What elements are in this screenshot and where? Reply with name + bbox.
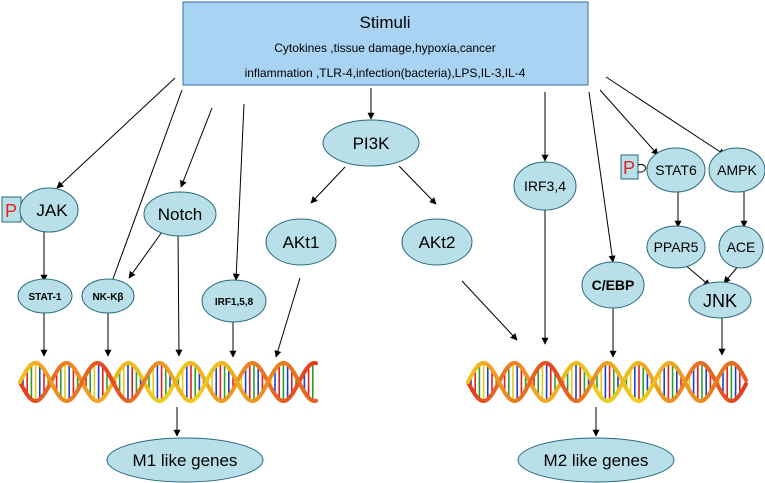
irf34-label: IRF3,4 bbox=[524, 178, 566, 194]
m2-genes-node: M2 like genes bbox=[517, 437, 675, 483]
irf158-node: IRF1,5,8 bbox=[201, 279, 267, 323]
arrow-stimuli-cebp bbox=[588, 91, 616, 263]
arrow-akt1-dna bbox=[274, 277, 301, 358]
jak-phospho-label: P bbox=[5, 201, 17, 221]
arrow-stimuli-nfkb bbox=[108, 89, 183, 288]
stimuli-box: Stimuli Cytokines ,tissue damage,hypoxia… bbox=[182, 1, 589, 86]
jak-node: P JAK bbox=[1, 187, 79, 233]
akt2-node: AKt2 bbox=[401, 218, 473, 266]
ampk-node: AMPK bbox=[708, 147, 765, 193]
stat1-node: STAT-1 bbox=[17, 278, 73, 314]
pi3k-label: PI3K bbox=[353, 134, 391, 153]
arrow-stimuli-jak bbox=[56, 77, 176, 189]
stat1-label: STAT-1 bbox=[29, 292, 62, 303]
arrow-notch-nfkb bbox=[128, 231, 163, 279]
stat6-node: P STAT6 bbox=[620, 147, 706, 193]
arrow-stimuli-notch bbox=[180, 107, 213, 188]
pi3k-node: PI3K bbox=[322, 119, 420, 167]
cebp-label: C/EBP bbox=[592, 277, 635, 293]
akt1-node: AKt1 bbox=[265, 218, 337, 266]
arrow-pi3k-akt1 bbox=[310, 166, 346, 204]
dna-helix-left bbox=[18, 361, 318, 403]
stat6-phospho-link bbox=[637, 163, 647, 173]
notch-label: Notch bbox=[158, 205, 202, 224]
ppar5-label: PPAR5 bbox=[654, 239, 699, 255]
stimuli-line1: Cytokines ,tissue damage,hypoxia,cancer bbox=[274, 41, 495, 55]
ppar5-node: PPAR5 bbox=[646, 225, 706, 269]
arrow-stimuli-ampk bbox=[605, 76, 726, 156]
arrow-stimuli-stat6 bbox=[599, 89, 659, 156]
arrow-pi3k-akt2 bbox=[398, 165, 437, 205]
jnk-label: JNK bbox=[703, 291, 737, 311]
stimuli-title: Stimuli bbox=[359, 13, 410, 32]
notch-node: Notch bbox=[143, 191, 217, 237]
m1-genes-node: M1 like genes bbox=[106, 437, 264, 483]
irf158-label: IRF1,5,8 bbox=[215, 297, 254, 308]
ace-label: ACE bbox=[727, 239, 756, 255]
arrows bbox=[40, 76, 748, 437]
arrow-akt2-dna bbox=[461, 280, 518, 341]
dna-strand bbox=[466, 361, 748, 403]
m2-label: M2 like genes bbox=[544, 451, 649, 470]
akt2-label: AKt2 bbox=[419, 233, 456, 252]
dna-strand bbox=[466, 361, 748, 403]
dna-helix-right bbox=[466, 361, 748, 403]
arrow-ppar5-jnk bbox=[683, 263, 711, 287]
ampk-label: AMPK bbox=[717, 162, 757, 178]
stat6-phospho-label: P bbox=[623, 158, 635, 178]
stimuli-line2: inflammation ,TLR-4,infection(bacteria),… bbox=[245, 66, 526, 80]
irf34-node: IRF3,4 bbox=[513, 161, 577, 211]
stat6-label: STAT6 bbox=[655, 162, 697, 178]
dna-strand bbox=[18, 361, 318, 403]
stat6-phospho-box bbox=[620, 154, 639, 180]
arrow-stimuli-irf158 bbox=[232, 103, 245, 281]
nfkb-node: NK-Kβ bbox=[81, 278, 135, 314]
akt1-label: AKt1 bbox=[283, 233, 320, 252]
ace-node: ACE bbox=[718, 225, 764, 269]
dna-strand bbox=[18, 361, 318, 403]
arrow-notch-dna bbox=[175, 231, 183, 357]
m1-label: M1 like genes bbox=[133, 451, 238, 470]
jnk-node: JNK bbox=[688, 281, 752, 319]
jak-label: JAK bbox=[36, 201, 68, 220]
nfkb-label: NK-Kβ bbox=[92, 292, 123, 303]
cebp-node: C/EBP bbox=[581, 261, 645, 309]
